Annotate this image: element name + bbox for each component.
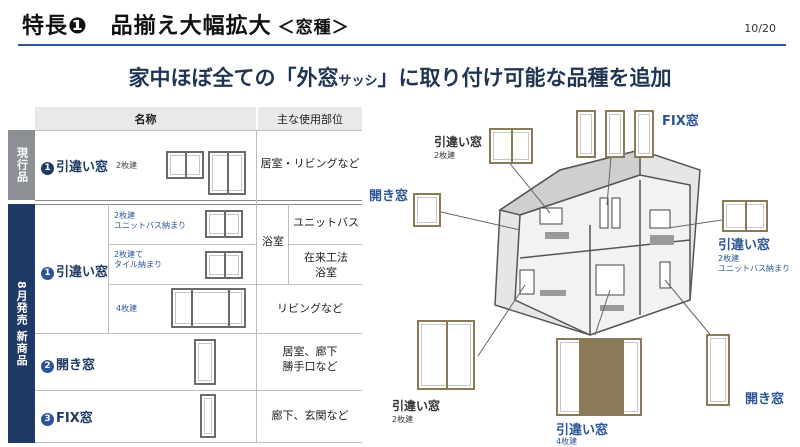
- sliding-window-thumbnail: [166, 151, 204, 179]
- use-casement: 居室、廊下勝手口など: [282, 345, 338, 373]
- label-sliding-bottom-center: 引違い窓 4枚建: [556, 423, 609, 446]
- slide-title: 特長❶ 品揃え大幅拡大＜窓種＞: [22, 8, 350, 40]
- headline-small: サッシ: [338, 74, 378, 89]
- row-divider: [35, 200, 362, 201]
- group-label-current: 現行品: [8, 130, 35, 200]
- sliding-window-4panel-thumbnail: [171, 288, 246, 328]
- headline-part2: 」に取り付け可能な品種を追加: [377, 66, 672, 90]
- row-divider: [35, 130, 362, 131]
- fix-window-2: [605, 110, 625, 158]
- label-open-right: 開き窓: [745, 392, 785, 407]
- column-header-use: 主な使用部位: [258, 107, 362, 130]
- sliding-window-2panel-top: [489, 128, 533, 164]
- use-living-rooms: 居室・リビングなど: [260, 157, 360, 170]
- variant-2-panel: 2枚建: [116, 161, 138, 170]
- fix-window-thumbnail: [200, 394, 216, 438]
- col-divider: [288, 204, 289, 284]
- column-header-name: 名称: [35, 107, 256, 130]
- row-divider: [35, 333, 362, 334]
- label-sliding-right: 引違い窓 2枚建 ユニットバス納まり: [718, 238, 790, 273]
- sliding-window-tile-thumbnail: [205, 251, 243, 279]
- row-divider: [108, 244, 255, 245]
- headline: 家中ほぼ全ての「外窓サッシ」に取り付け可能な品種を追加: [0, 62, 800, 92]
- number-badge: 1: [41, 267, 54, 280]
- row-divider: [35, 204, 362, 205]
- casement-window-thumbnail: [194, 339, 216, 385]
- label-sliding-bottom-left: 引違い窓 2枚建: [392, 399, 441, 424]
- fix-window-3: [634, 110, 654, 158]
- col-divider: [108, 204, 109, 334]
- casement-window-right: [706, 334, 730, 406]
- row-divider: [288, 244, 362, 245]
- variant-unitbath: 2枚建ユニットバス納まり: [114, 211, 186, 231]
- headline-part1: 家中ほぼ全ての「外窓: [128, 66, 339, 90]
- sliding-window-4panel-bottom: [556, 338, 642, 416]
- label-fix: FIX窓: [662, 114, 699, 129]
- variant-tile: 2枚建てタイル納まり: [114, 250, 162, 270]
- house-cutaway-drawing: [494, 149, 701, 336]
- group-label-new: 8月発売 新商品: [8, 204, 35, 443]
- house-interior-windows: [519, 197, 671, 296]
- row-divider: [35, 390, 362, 391]
- sliding-window-2panel-bottom: [417, 320, 475, 390]
- title-subtitle: ＜窓種＞: [277, 18, 350, 38]
- sliding-window-tall-thumbnail: [208, 151, 246, 195]
- use-living: リビングなど: [277, 302, 343, 315]
- sliding-window-unitbath-right: [722, 200, 768, 232]
- header-rule: [18, 44, 786, 46]
- col-divider: [256, 130, 257, 442]
- title-text: 特長❶ 品揃え大幅拡大: [22, 14, 272, 39]
- use-unit-bath: ユニットバス: [293, 216, 359, 229]
- slide-header: 特長❶ 品揃え大幅拡大＜窓種＞ 10/20: [0, 0, 800, 46]
- label-sliding-top: 引違い窓 2枚建: [434, 135, 483, 160]
- connector-lines: [440, 149, 723, 357]
- use-fix: 廊下、玄関など: [271, 409, 349, 422]
- row-divider: [35, 442, 362, 443]
- number-badge: 3: [41, 413, 54, 426]
- number-badge: 2: [41, 360, 54, 373]
- casement-window-left: [413, 193, 441, 227]
- number-badge: 1: [41, 162, 54, 175]
- variant-4-panel: 4枚建: [116, 304, 138, 313]
- row-divider: [108, 284, 362, 285]
- sliding-window-unitbath-thumbnail: [205, 210, 243, 238]
- house-furniture: [540, 232, 674, 311]
- fix-window-1: [576, 110, 596, 158]
- use-conventional-bath: 在来工法浴室: [304, 251, 348, 279]
- page-number: 10/20: [744, 22, 776, 35]
- use-bathroom: 浴室: [262, 235, 284, 248]
- label-open-left: 開き窓: [369, 189, 409, 204]
